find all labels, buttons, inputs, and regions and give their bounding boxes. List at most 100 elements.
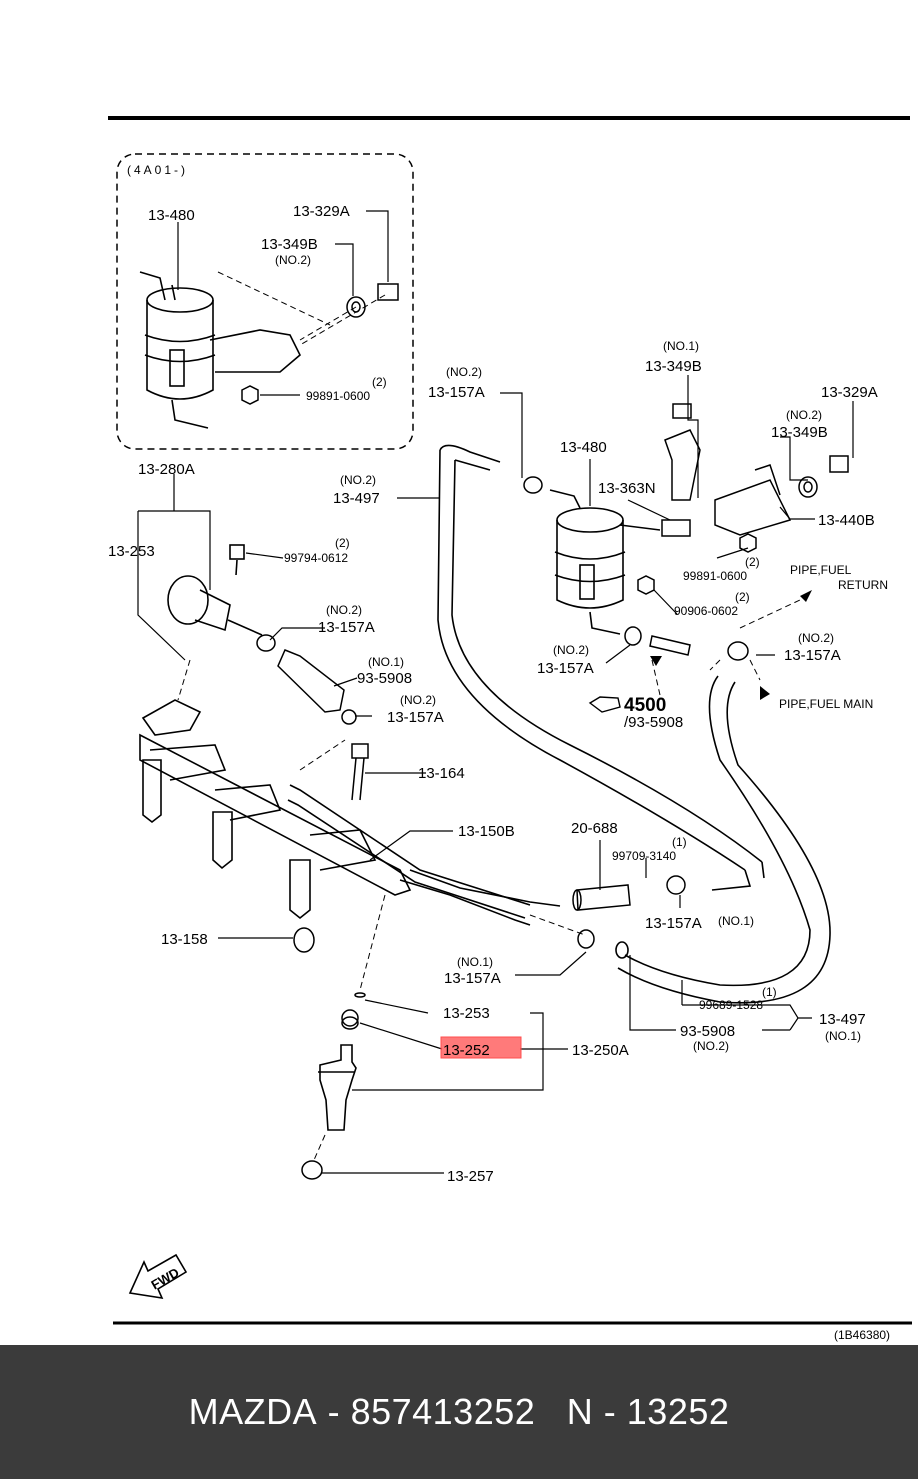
arrow-4500 [650,656,662,666]
inset-bolt-b [377,283,399,301]
label-pipe-main: PIPE,FUEL MAIN [779,697,873,711]
inset-label-99891: 99891-0600 [306,389,370,403]
label-no1-5908: 93-5908 [357,670,412,687]
label-4500-sub: /93-5908 [624,714,683,731]
label-no2-157a-right: 13-157A [784,647,841,664]
inset-label-13-480: 13-480 [148,207,195,224]
inset-label-99891-qty: (2) [372,375,387,389]
label-99794: 99794-0612 [284,551,348,565]
inset-leaders [177,210,389,396]
label-13-252: 13-252 [443,1042,490,1059]
label-no1-349b: 13-349B [645,358,702,375]
assembly-dash-lines [177,599,801,1161]
label-13-250A: 13-250A [572,1042,629,1059]
label-no1-157a-bottom-tag: (NO.1) [457,955,493,969]
label-no1-157a-bottom: 13-157A [444,970,501,987]
label-13-253-bottom: 13-253 [443,1005,490,1022]
label-13-158: 13-158 [161,931,208,948]
delivery-pipe [139,699,561,926]
inset-label-no2: (NO.2) [275,253,311,267]
hose-93-5908-no2 [615,675,831,1004]
injectors-upper [142,759,311,920]
label-90906-qty: (2) [735,590,750,604]
main-fuel-filter [549,489,661,635]
label-5908-bottom: 93-5908 [680,1023,735,1040]
label-no2-497-tag: (NO.2) [340,473,376,487]
inset-label-13-349B: 13-349B [261,236,318,253]
insulator-13-257 [301,1160,323,1180]
inset-dash-leaders [217,271,386,346]
insulator-13-158 [293,927,315,953]
label-no2-157a-top: 13-157A [428,384,485,401]
label-99891-qty: (2) [745,555,760,569]
label-no2-157a-mid: 13-157A [318,619,375,636]
bracket-right [664,429,792,536]
label-13-329A: 13-329A [821,384,878,401]
label-13-363N: 13-363N [598,480,656,497]
label-no2-157a-low-tag: (NO.2) [400,693,436,707]
label-90906: 90906-0602 [674,604,738,618]
footer-brand: MAZDA [188,1391,318,1432]
label-20-688: 20-688 [571,820,618,837]
footer-code: N - 13252 [566,1391,730,1432]
hose-93-5908-small [649,635,691,656]
hose-20-688 [572,884,631,911]
label-13-253-left: 13-253 [108,543,155,560]
hose-13-497-no2 [437,444,765,891]
footer-gap [535,1391,567,1433]
label-no1-5908-tag: (NO.1) [368,655,404,669]
ref-code: (1B46380) [834,1328,890,1342]
label-99689: 99689-1528 [699,998,763,1012]
highlight-13-252 [440,1036,522,1059]
hand-icon [588,696,621,713]
label-no2-157a-filter: 13-157A [537,660,594,677]
label-157a-no1: 13-157A [645,915,702,932]
label-no1-349b-tag: (NO.1) [663,339,699,353]
label-13-257: 13-257 [447,1168,494,1185]
clamps-157a [256,476,749,949]
leader-lines [137,375,854,1174]
inset-box [116,153,414,450]
label-13-497-tag: (NO.1) [825,1029,861,1043]
nut-90906 [637,575,655,595]
bolt-13-164 [351,743,369,801]
label-pipe-return-2: RETURN [838,578,888,592]
label-13-280A: 13-280A [138,461,195,478]
bolt-13-349B-no1 [672,403,692,419]
nut-99891 [739,533,757,553]
injector-13-250A [318,1044,357,1131]
grommet-13-349B-no2 [798,476,818,498]
label-99709: 99709-3140 [612,849,676,863]
valve-13-363N [661,519,691,537]
label-13-497: 13-497 [819,1011,866,1028]
fuel-system-diagram: (4A01-) 13-480 13-329A 13-349B (NO.2) (2… [108,116,912,1342]
label-99709-qty: (1) [672,835,687,849]
label-no2-349b-tag: (NO.2) [786,408,822,422]
footer-part-number: 857413252 [350,1391,536,1432]
label-13-164: 13-164 [418,765,465,782]
label-no2-497: 13-497 [333,490,380,507]
label-99891: 99891-0600 [683,569,747,583]
inset-label-13-329A: 13-329A [293,203,350,220]
label-99794-qty: (2) [335,536,350,550]
arrow-main [760,686,770,700]
label-99689-qty: (1) [762,985,777,999]
arrow-return [800,590,812,602]
label-no2-157a-mid-tag: (NO.2) [326,603,362,617]
label-no2-157a-filter-tag: (NO.2) [553,643,589,657]
inset-fuel-filter [139,271,301,429]
label-5908-bottom-tag: (NO.2) [693,1039,729,1053]
label-13-150B: 13-150B [458,823,515,840]
oring-13-253 [354,992,366,998]
label-13-480: 13-480 [560,439,607,456]
footer-sep-1: - [317,1391,351,1432]
inset-nut [241,385,259,405]
hose-93-5908-no1 [277,649,345,713]
label-no2-157a-right-tag: (NO.2) [798,631,834,645]
bolt-13-329A [829,455,849,473]
inset-label: (4A01-) [127,163,188,177]
label-4500: 4500 [624,695,666,716]
label-pipe-return-1: PIPE,FUEL [790,563,852,577]
part-footer: MAZDA - 857413252 N - 13252 [0,1345,918,1479]
grommet-13-252 [341,1009,359,1030]
